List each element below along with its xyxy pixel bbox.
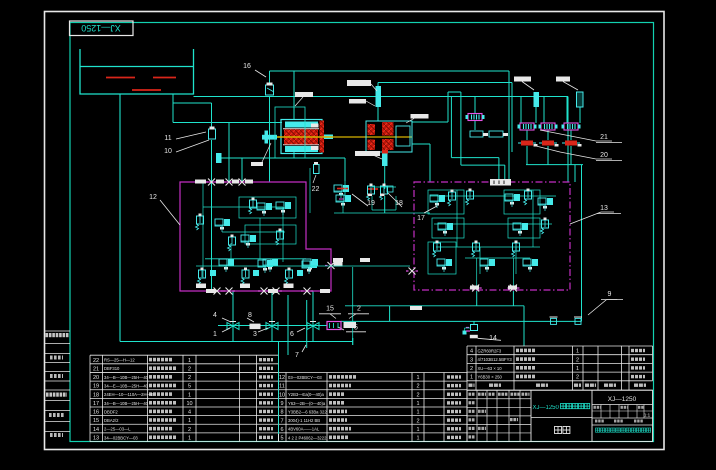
svg-text:20: 20 [93,375,99,381]
svg-text:Y2B3—Ea(0—40)a: Y2B3—Ea(0—40)a [288,392,325,397]
svg-text:1: 1 [188,418,191,424]
svg-text:Y6B30 × 250: Y6B30 × 250 [478,375,503,380]
svg-text:19: 19 [367,200,375,207]
svg-text:22: 22 [312,186,320,193]
svg-text:1: 1 [188,392,191,398]
svg-text:XJ—1250: XJ—1250 [81,23,121,33]
svg-text:10: 10 [186,401,192,407]
svg-text:18: 18 [395,200,403,207]
svg-text:16: 16 [243,63,251,70]
svg-text:13: 13 [93,435,99,441]
svg-text:2: 2 [576,357,579,363]
svg-text:1: 1 [416,410,419,416]
svg-text:1: 1 [416,427,419,433]
svg-text:RS—25—H—12: RS—25—H—12 [104,358,135,363]
svg-text:4/7103B12.5BFY3: 4/7103B12.5BFY3 [478,357,513,362]
svg-text:24EH—10—110A—2H—B: 24EH—10—110A—2H—B [104,392,154,397]
svg-text:3004)·1 11H2 BB: 3004)·1 11H2 BB [288,418,320,423]
svg-text:9: 9 [607,291,611,298]
svg-text:34—B—10B—25H—40: 34—B—10B—25H—40 [104,401,149,406]
svg-text:12: 12 [279,375,285,381]
svg-text:16: 16 [93,410,99,416]
svg-text:5: 5 [188,384,191,390]
svg-text:2: 2 [416,384,419,390]
svg-text:1: 1 [416,436,419,442]
svg-text:1: 1 [416,375,419,381]
svg-text:4: 4 [213,312,217,319]
svg-text:2: 2 [188,366,191,372]
svg-text:10: 10 [164,148,172,155]
svg-text:1: 1 [576,366,579,372]
svg-text:13: 13 [600,205,608,212]
svg-text:8: 8 [248,312,252,319]
svg-text:XU—63 × 10: XU—63 × 10 [478,366,503,371]
svg-text:1: 1 [576,349,579,355]
svg-text:22: 22 [93,358,99,364]
svg-text:20: 20 [600,152,608,159]
svg-text:9: 9 [280,401,283,407]
svg-text:XJ—1250: XJ—1250 [533,405,560,411]
svg-text:1: 1 [470,375,473,381]
svg-text:18: 18 [93,392,99,398]
svg-text:1: 1 [416,401,419,407]
svg-text:7: 7 [280,418,283,424]
svg-text:2: 2 [357,306,361,313]
svg-text:17: 17 [93,401,99,407]
svg-text:2: 2 [576,375,579,381]
svg-text:1: 1 [188,358,191,364]
svg-text:DBF310: DBF310 [104,366,120,371]
svg-text:6: 6 [280,427,283,433]
svg-text:2: 2 [188,375,191,381]
svg-text:34—E—10B—25H—40: 34—E—10B—25H—40 [104,383,149,388]
svg-text:1: 1 [188,435,191,441]
svg-text:03—02BBCY—03: 03—02BBCY—03 [288,375,322,380]
svg-text:5: 5 [354,325,358,332]
svg-text:15: 15 [326,306,334,313]
svg-text:21: 21 [93,366,99,372]
svg-text:5: 5 [280,436,283,442]
svg-text:2: 2 [416,392,419,398]
svg-text:4 2 2 P46062—3222: 4 2 2 P46062—3222 [288,435,327,440]
svg-text:3: 3 [253,331,257,338]
svg-text:GZR60R2F3: GZR60R2F3 [478,348,502,353]
svg-text:8: 8 [280,410,283,416]
svg-text:XJ—1250: XJ—1250 [608,396,637,403]
svg-text:Y3BB2—6 63Ba 322: Y3BB2—6 63Ba 322 [288,409,327,414]
svg-text:14: 14 [93,427,99,433]
svg-text:11: 11 [279,384,285,390]
svg-text:14: 14 [489,335,497,342]
svg-text:2: 2 [470,366,473,372]
svg-text:12: 12 [149,194,157,201]
svg-text:4: 4 [470,349,473,355]
svg-text:34—02BBCY—03: 34—02BBCY—03 [104,435,138,440]
svg-text:17: 17 [417,215,425,222]
svg-text:2—25—03—L: 2—25—03—L [104,427,131,432]
svg-text:3: 3 [470,357,473,363]
svg-text:21: 21 [600,134,608,141]
svg-text:2: 2 [188,427,191,433]
svg-text:Y63—2B—(0—40)a: Y63—2B—(0—40)a [288,401,326,406]
svg-text:34—B—10B—25H—40: 34—B—10B—25H—40 [104,375,149,380]
svg-text:11: 11 [164,135,171,142]
svg-text:1: 1 [213,331,217,338]
svg-text:19: 19 [93,384,99,390]
svg-text:DBDF2: DBDF2 [104,409,118,414]
svg-text:15: 15 [93,418,99,424]
svg-text:10: 10 [279,392,285,398]
svg-text:6: 6 [290,331,294,338]
svg-text:7: 7 [295,352,299,359]
svg-text:DBA2/2: DBA2/2 [104,418,119,423]
svg-text:2: 2 [416,418,419,424]
svg-text:1:1: 1:1 [644,413,651,418]
svg-text:4BV60A——1AL: 4BV60A——1AL [288,427,320,432]
svg-text:4: 4 [188,410,191,416]
